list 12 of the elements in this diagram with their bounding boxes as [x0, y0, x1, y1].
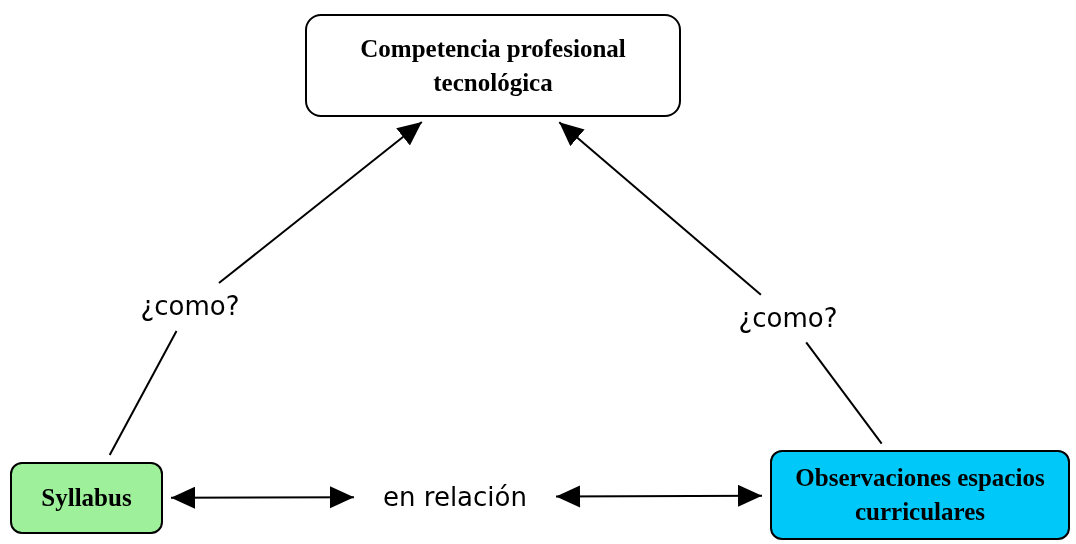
concept-box: Syllabus: [10, 462, 163, 534]
arrow: [170, 486, 355, 509]
link-label: en relación: [362, 478, 548, 516]
arrow: [217, 120, 423, 285]
arrow: [555, 484, 763, 508]
link-label: ¿como?: [728, 300, 848, 336]
arrow: [558, 121, 762, 296]
link-label: ¿como?: [130, 288, 250, 324]
concept-box: Competencia profesional tecnológica: [305, 14, 681, 117]
connector-line: [108, 330, 178, 456]
concept-box: Observaciones espacios curriculares: [770, 450, 1070, 540]
connector-line: [805, 341, 883, 445]
